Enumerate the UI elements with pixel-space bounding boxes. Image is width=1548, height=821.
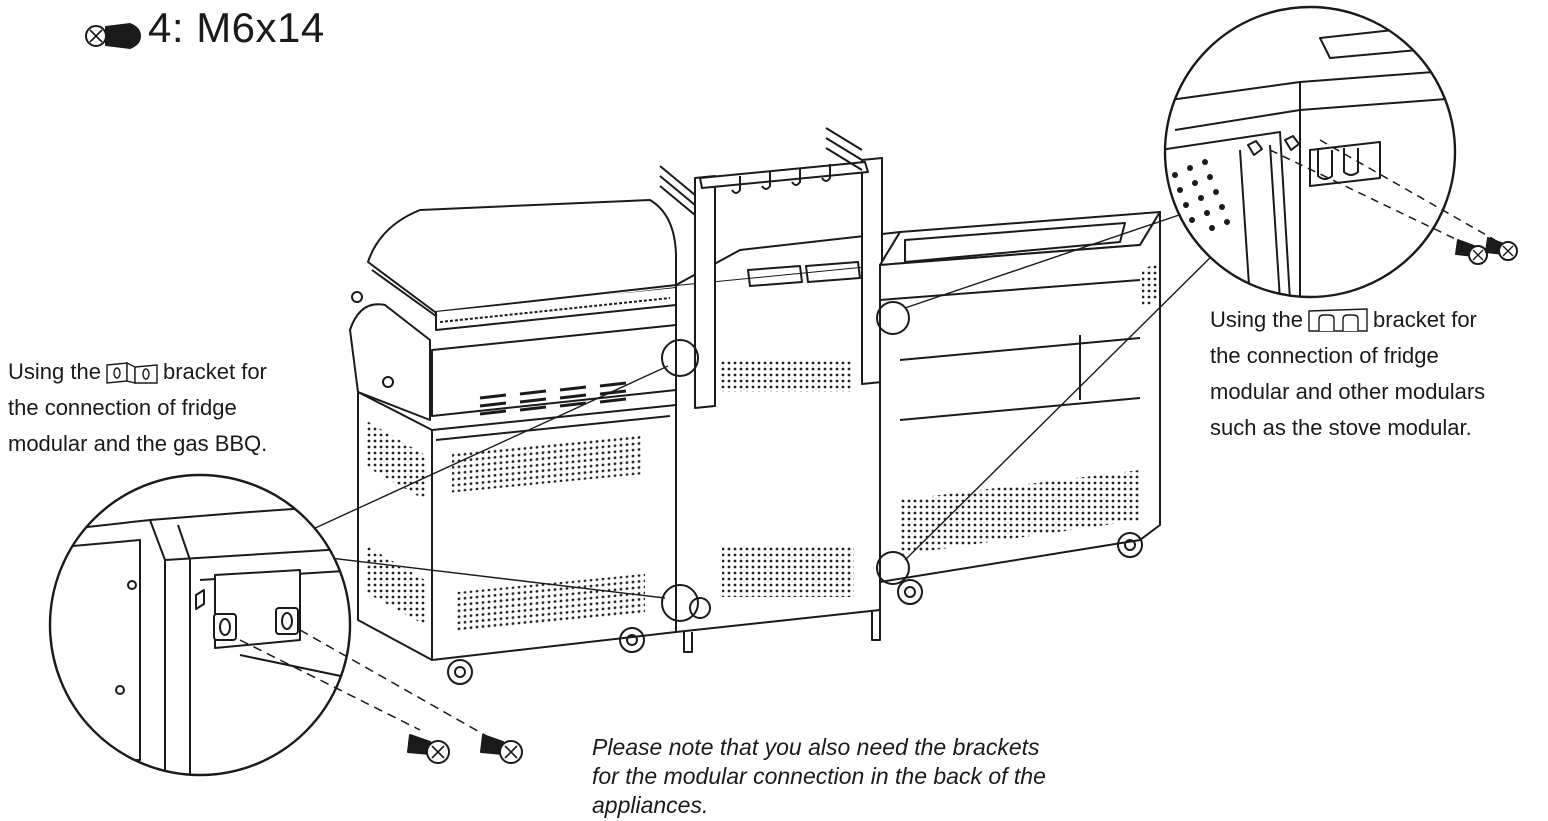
right-callout-line3: modular and other modulars <box>1210 379 1486 404</box>
right-callout-text: Using the bracket for the connection of f… <box>1210 302 1548 446</box>
right-callout-line1: Using the bracket for <box>1210 302 1548 338</box>
center-module <box>659 127 901 653</box>
right-detail-view <box>1163 5 1496 299</box>
right-callout-line2: the connection of fridge <box>1210 343 1439 368</box>
left-callout-line2: the connection of fridge <box>8 395 237 420</box>
screw-icon <box>85 23 141 49</box>
footer-note-line3: appliances. <box>592 792 709 818</box>
left-callout-suffix: bracket for <box>162 359 267 384</box>
screw-count-label: 4: M6x14 <box>148 4 325 51</box>
bracket-location-markers <box>661 301 910 622</box>
footer-note-line2: for the modular connection in the back o… <box>592 763 1046 789</box>
flat-bracket-icon <box>106 361 158 384</box>
footer-note: Please note that you also need the brack… <box>592 733 1152 820</box>
fridge-module <box>879 211 1161 605</box>
right-callout-line4: such as the stove modular. <box>1210 415 1472 440</box>
left-callout-prefix: Using the <box>8 359 101 384</box>
screw-icon <box>1485 237 1518 261</box>
footer-note-line1: Please note that you also need the brack… <box>592 734 1040 760</box>
left-callout-line3: modular and the gas BBQ. <box>8 431 268 456</box>
u-bracket-icon <box>1308 308 1368 332</box>
left-detail-view <box>48 473 491 777</box>
right-callout-suffix: bracket for <box>1372 307 1477 332</box>
screw-icon <box>407 734 450 764</box>
screw-icon <box>480 734 523 764</box>
left-callout-line1: Using the bracket for <box>8 354 338 390</box>
screw-icon <box>1455 239 1488 265</box>
bbq-module <box>349 199 677 685</box>
left-callout-text: Using the bracket for the connection of f… <box>8 354 338 462</box>
leader-lines <box>299 211 1229 599</box>
right-callout-prefix: Using the <box>1210 307 1303 332</box>
